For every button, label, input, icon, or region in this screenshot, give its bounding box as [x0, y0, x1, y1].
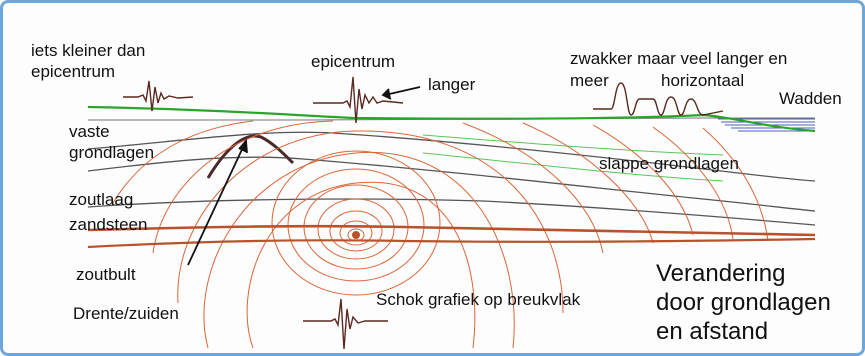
- label-small-epicenter-1: iets kleiner dan: [31, 41, 145, 61]
- label-weaker-2a: meer: [570, 71, 609, 91]
- label-change-2: door grondlagen: [656, 288, 831, 317]
- label-salt-layer: zoutlaag: [69, 190, 133, 210]
- label-soft-layers: slappe grondlagen: [599, 154, 739, 174]
- label-change-1: Verandering: [656, 259, 785, 288]
- label-solid-2: grondlagen: [69, 143, 154, 163]
- label-weaker-1: zwakker maar veel langer en: [570, 49, 787, 69]
- label-wadden: Wadden: [779, 89, 842, 109]
- ground-surface-line: [88, 107, 815, 131]
- label-longer: langer: [428, 75, 475, 95]
- label-change-3: en afstand: [656, 317, 768, 346]
- label-sandstone: zandsteen: [69, 215, 147, 235]
- label-solid-1: vaste: [69, 122, 110, 142]
- label-salt-dome: zoutbult: [76, 265, 136, 285]
- hypocenter: [352, 231, 360, 239]
- label-shock-graph: Schok grafiek op breukvlak: [376, 290, 580, 310]
- label-small-epicenter-2: epicentrum: [31, 62, 115, 82]
- seismogram-small: [123, 81, 193, 111]
- label-drenthe: Drente/zuiden: [73, 304, 179, 324]
- label-weaker-2b: horizontaal: [661, 71, 744, 91]
- arrows: [188, 87, 420, 265]
- label-epicenter: epicentrum: [311, 52, 395, 72]
